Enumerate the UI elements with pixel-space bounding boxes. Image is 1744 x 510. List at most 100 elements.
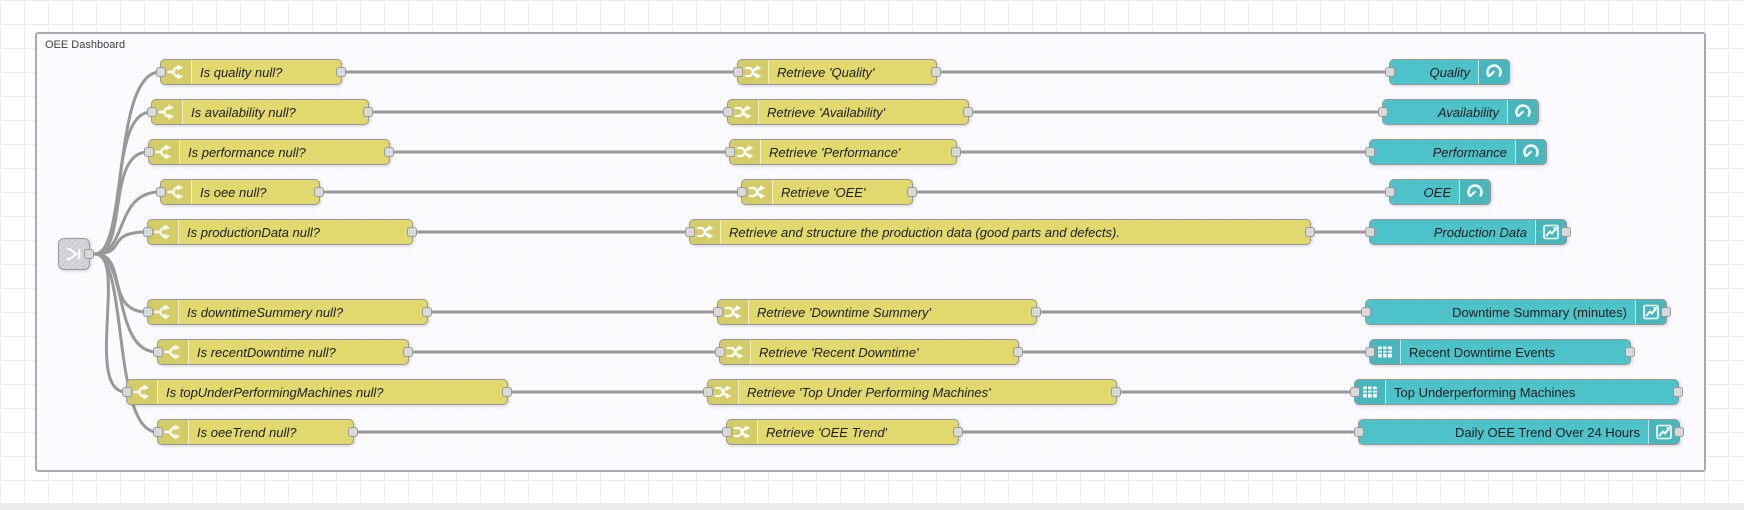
input-port[interactable]	[713, 307, 723, 317]
link-in-node[interactable]	[58, 238, 94, 270]
switch-node[interactable]: Is oee null?	[156, 179, 324, 205]
output-port[interactable]	[1013, 347, 1023, 357]
wire[interactable]	[93, 150, 150, 256]
output-port[interactable]	[502, 387, 512, 397]
input-port[interactable]	[1361, 307, 1371, 317]
input-port[interactable]	[143, 307, 153, 317]
input-port[interactable]	[1350, 387, 1360, 397]
input-port[interactable]	[1365, 227, 1375, 237]
switch-icon	[148, 220, 179, 244]
ui-chart-node[interactable]: Downtime Summary (minutes)	[1361, 299, 1671, 325]
change-icon	[708, 380, 739, 404]
change-node[interactable]: Retrieve 'OEE'	[737, 179, 917, 205]
input-port[interactable]	[723, 107, 733, 117]
output-port[interactable]	[1625, 347, 1635, 357]
output-port[interactable]	[314, 187, 324, 197]
node-label: Is quality null?	[200, 64, 283, 80]
input-port[interactable]	[733, 67, 743, 77]
wire[interactable]	[93, 252, 159, 434]
node-label: Availability	[1437, 104, 1499, 120]
wire[interactable]	[93, 190, 162, 256]
output-port[interactable]	[422, 307, 432, 317]
input-port[interactable]	[156, 187, 166, 197]
output-port[interactable]	[407, 227, 417, 237]
input-port[interactable]	[725, 147, 735, 157]
output-port[interactable]	[1561, 227, 1571, 237]
change-node[interactable]: Retrieve 'Performance'	[725, 139, 961, 165]
output-port[interactable]	[348, 427, 358, 437]
ui-chart-node[interactable]: Daily OEE Trend Over 24 Hours	[1354, 419, 1684, 445]
switch-node[interactable]: Is oeeTrend null?	[153, 419, 358, 445]
output-port[interactable]	[953, 427, 963, 437]
ui-chart-node[interactable]: Production Data	[1365, 219, 1571, 245]
switch-icon	[149, 140, 180, 164]
switch-node[interactable]: Is availability null?	[147, 99, 373, 125]
switch-node[interactable]: Is downtimeSummery null?	[143, 299, 432, 325]
ui-gauge-node[interactable]: OEE	[1385, 179, 1491, 205]
change-node[interactable]: Retrieve 'Downtime Summery'	[713, 299, 1041, 325]
change-node[interactable]: Retrieve 'Quality'	[733, 59, 941, 85]
switch-node[interactable]: Is quality null?	[156, 59, 346, 85]
input-port[interactable]	[153, 427, 163, 437]
input-port[interactable]	[1385, 67, 1395, 77]
output-port[interactable]	[963, 107, 973, 117]
change-node[interactable]: Retrieve and structure the production da…	[685, 219, 1315, 245]
input-port[interactable]	[685, 227, 695, 237]
ui-gauge-node[interactable]: Performance	[1365, 139, 1547, 165]
switch-node[interactable]: Is topUnderPerformingMachines null?	[122, 379, 512, 405]
switch-node[interactable]: Is productionData null?	[143, 219, 417, 245]
table-icon	[1355, 380, 1386, 404]
output-port[interactable]	[403, 347, 413, 357]
output-port[interactable]	[384, 147, 394, 157]
switch-node[interactable]: Is recentDowntime null?	[153, 339, 413, 365]
output-port[interactable]	[1673, 387, 1683, 397]
input-port[interactable]	[156, 67, 166, 77]
ui-gauge-node[interactable]: Quality	[1385, 59, 1510, 85]
input-port[interactable]	[1365, 147, 1375, 157]
switch-node[interactable]: Is performance null?	[144, 139, 394, 165]
input-port[interactable]	[1385, 187, 1395, 197]
change-node[interactable]: Retrieve 'Availability'	[723, 99, 973, 125]
change-icon	[738, 60, 769, 84]
input-port[interactable]	[703, 387, 713, 397]
output-port[interactable]	[84, 249, 94, 259]
input-port[interactable]	[1378, 107, 1388, 117]
output-port[interactable]	[363, 107, 373, 117]
input-port[interactable]	[122, 387, 132, 397]
input-port[interactable]	[737, 187, 747, 197]
switch-icon	[148, 300, 179, 324]
change-icon	[742, 180, 773, 204]
input-port[interactable]	[147, 107, 157, 117]
output-port[interactable]	[1031, 307, 1041, 317]
change-node[interactable]: Retrieve 'Top Under Performing Machines'	[703, 379, 1121, 405]
input-port[interactable]	[1354, 427, 1364, 437]
input-port[interactable]	[143, 227, 153, 237]
input-port[interactable]	[722, 427, 732, 437]
output-port[interactable]	[931, 67, 941, 77]
output-port[interactable]	[1111, 387, 1121, 397]
wire[interactable]	[93, 230, 149, 256]
input-port[interactable]	[144, 147, 154, 157]
wire[interactable]	[93, 252, 159, 354]
output-port[interactable]	[951, 147, 961, 157]
output-port[interactable]	[1305, 227, 1315, 237]
input-port[interactable]	[1365, 347, 1375, 357]
output-port[interactable]	[907, 187, 917, 197]
switch-icon	[161, 180, 192, 204]
output-port[interactable]	[1661, 307, 1671, 317]
output-port[interactable]	[1674, 427, 1684, 437]
switch-icon	[152, 100, 183, 124]
change-node[interactable]: Retrieve 'Recent Downtime'	[715, 339, 1023, 365]
input-port[interactable]	[715, 347, 725, 357]
input-port[interactable]	[153, 347, 163, 357]
ui-gauge-node[interactable]: Availability	[1378, 99, 1539, 125]
ui-table-node[interactable]: Top Underperforming Machines	[1350, 379, 1683, 405]
change-icon	[718, 300, 749, 324]
ui-table-node[interactable]: Recent Downtime Events	[1365, 339, 1635, 365]
output-port[interactable]	[336, 67, 346, 77]
table-icon	[1370, 340, 1401, 364]
horizontal-scrollbar[interactable]	[0, 503, 1744, 510]
change-node[interactable]: Retrieve 'OEE Trend'	[722, 419, 963, 445]
